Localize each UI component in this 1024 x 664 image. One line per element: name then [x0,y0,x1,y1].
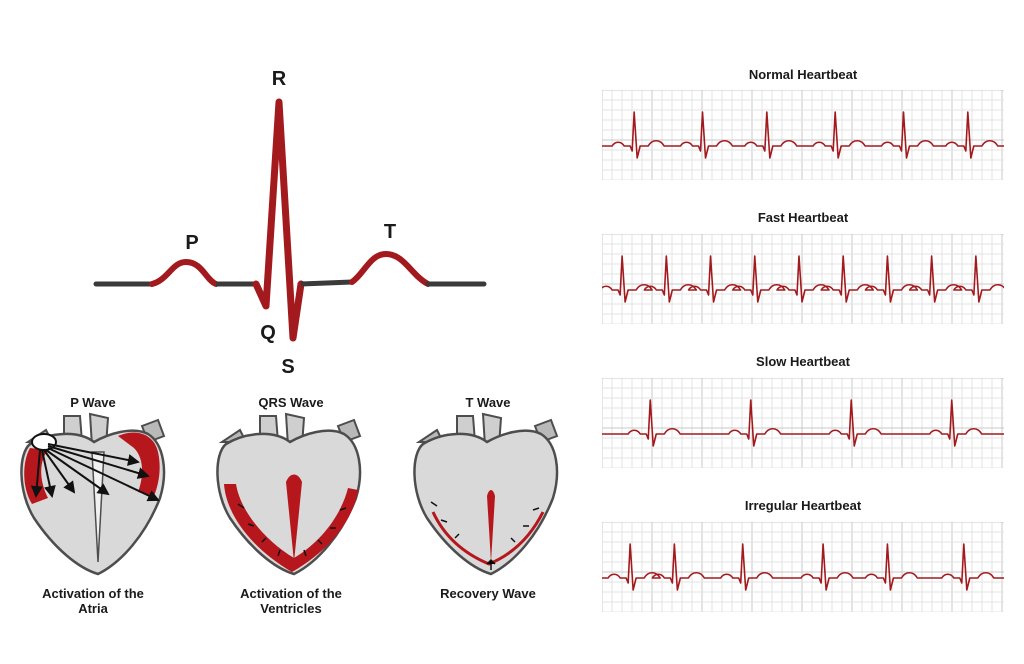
ecg-strip-fast [602,234,1004,324]
heart-t-wave-diagram [413,412,559,576]
ecg-strip-normal [602,90,1004,180]
t-wave-segment [349,250,431,287]
label-s: S [281,356,295,378]
heart-caption-ventricles-line1: Activation of the [240,586,342,601]
heart-caption-ventricles-line2: Ventricles [260,601,322,616]
heart-title-p-wave: P Wave [70,395,116,410]
p-wave-segment [149,258,219,287]
heart-caption-recovery-line1: Recovery Wave [440,586,536,601]
strip-title-normal: Normal Heartbeat [748,67,858,82]
heart-qrs-wave-diagram [216,412,362,576]
ecg-strip-slow [602,378,1004,468]
strip-title-fast: Fast Heartbeat [757,210,849,225]
heart-caption-atria-line2: Atria [78,601,108,616]
ecg-main-waveform [93,98,487,342]
label-r: R [271,68,287,90]
strip-title-irregular: Irregular Heartbeat [744,498,862,513]
ecg-trace [602,399,1004,447]
heart-p-wave-diagram [20,412,166,576]
heart-title-qrs-wave: QRS Wave [258,395,324,410]
label-p: P [185,232,199,254]
heart-caption-ventricles: Activation of the Ventricles [206,586,376,616]
heart-caption-recovery: Recovery Wave [403,586,573,601]
label-t: T [383,221,397,243]
qrs-complex [252,98,305,342]
ecg-trace [602,255,1004,303]
ecg-strip-irregular [602,522,1004,612]
heart-caption-atria: Activation of the Atria [8,586,178,616]
st-segment [300,279,353,287]
label-q: Q [260,322,276,344]
ecg-trace [602,111,1004,159]
heart-caption-atria-line1: Activation of the [42,586,144,601]
strip-title-slow: Slow Heartbeat [756,354,850,369]
heart-title-t-wave: T Wave [465,395,511,410]
ecg-trace [602,543,1004,591]
